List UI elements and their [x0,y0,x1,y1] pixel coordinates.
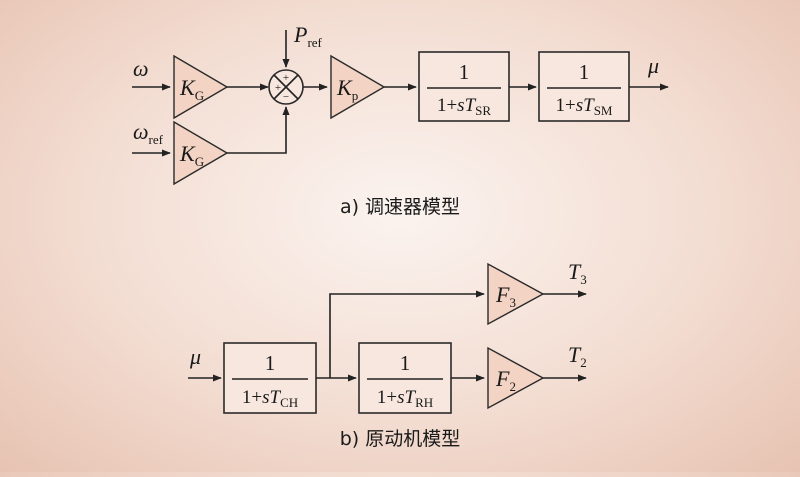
svg-text:1: 1 [265,351,276,375]
svg-text:F2: F2 [495,366,516,394]
svg-text:F3: F3 [495,282,516,310]
branch-to-f3-arrow [329,290,485,378]
transfer-block-tsr: 1 1+sTSR [418,51,510,122]
summer-sign-top: + [283,72,289,84]
summing-junction: + + − [268,69,304,105]
caption-a: a) 调速器模型 [340,196,460,218]
gain-kp: Kp [330,54,386,120]
transfer-block-tsm: 1 1+sTSM [538,51,630,122]
gain-f2: F2 [487,346,545,410]
transfer-block-tch: 1 1+sTCH [223,342,317,414]
caption-b: b) 原动机模型 [340,428,461,450]
svg-text:1+sTSR: 1+sTSR [437,95,491,118]
gain-f3: F3 [487,262,545,326]
omega-ref-input-label: ωref [133,119,164,147]
mu-output-label: μ [647,53,659,78]
gain-kg-bottom: KG [173,120,229,186]
svg-text:KG: KG [179,75,204,103]
summer-sign-bottom: − [283,91,289,103]
svg-text:1: 1 [459,60,470,84]
svg-text:1+sTRH: 1+sTRH [377,387,433,410]
omega-input-label: ω [133,56,149,81]
svg-text:1+sTSM: 1+sTSM [556,95,613,118]
governor-diagram: ω KG ωref KG Pref + + [132,22,669,218]
prime-mover-diagram: μ 1 1+sTCH 1 1+sTRH F3 T3 F2 [188,259,587,450]
mu-input-label: μ [189,344,201,369]
svg-text:ω: ω [133,56,149,81]
svg-text:KG: KG [179,141,204,169]
summer-sign-left: + [275,82,281,94]
svg-text:Pref: Pref [293,22,323,50]
svg-text:1: 1 [400,351,411,375]
transfer-block-trh: 1 1+sTRH [358,342,452,414]
kg-bottom-to-summer-arrow [227,106,290,154]
gain-kg-top: KG [173,54,229,120]
t3-output-label: T3 [568,259,587,287]
t2-output-label: T2 [568,342,587,370]
svg-text:1: 1 [579,60,590,84]
svg-text:ωref: ωref [133,119,164,147]
svg-text:Kp: Kp [336,75,358,103]
pref-input-label: Pref [293,22,323,50]
svg-text:1+sTCH: 1+sTCH [242,387,298,410]
